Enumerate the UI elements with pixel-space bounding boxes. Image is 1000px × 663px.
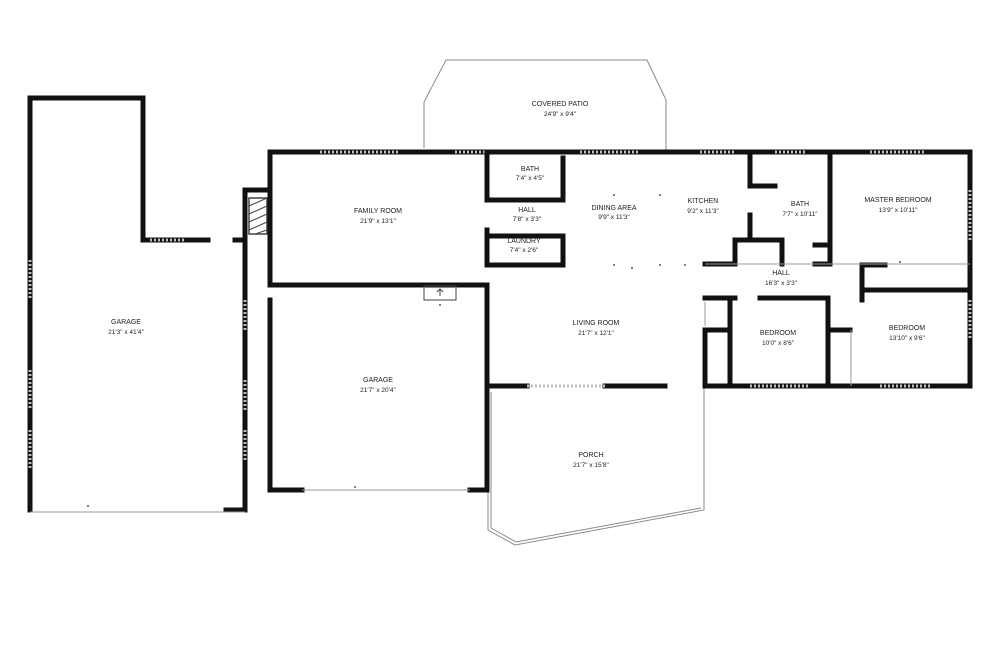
room-dims: 9'2" x 11'3" [687, 208, 719, 215]
room-label-dining-area: DINING AREA 9'9" x 11'3" [591, 205, 636, 221]
room-dims: 9'9" x 11'3" [598, 214, 630, 221]
room-name: BATH [521, 166, 539, 173]
fixture-dots [87, 194, 901, 507]
room-label-family-room: FAMILY ROOM 21'9" x 13'1" [354, 208, 402, 225]
room-label-porch: PORCH 21'7" x 15'8" [573, 452, 609, 469]
room-label-bath-1: BATH 7'4" x 4'5" [516, 166, 545, 182]
room-name: BATH [791, 201, 809, 208]
room-label-hall-1: HALL 7'8" x 3'3" [513, 207, 542, 223]
room-name: GARAGE [111, 319, 141, 326]
room-label-garage-mid: GARAGE 21'7" x 20'4" [360, 377, 396, 394]
room-dims: 21'9" x 13'1" [360, 218, 396, 225]
interior-walls [484, 149, 973, 389]
room-name: LAUNDRY [507, 238, 541, 245]
room-dims: 10'0" x 8'6" [762, 340, 795, 347]
entry-step-icon [423, 285, 457, 301]
room-dims: 13'9" x 10'11" [879, 207, 918, 214]
room-label-master-bedroom: MASTER BEDROOM 13'9" x 10'11" [864, 197, 931, 214]
room-name: HALL [518, 207, 536, 214]
room-label-garage-left: GARAGE 21'3" x 41'4" [108, 319, 144, 336]
room-dims: 7'4" x 4'5" [516, 175, 545, 182]
room-name: KITCHEN [688, 198, 719, 205]
room-name: BEDROOM [889, 325, 925, 332]
room-name: DINING AREA [591, 205, 636, 212]
room-name: HALL [772, 270, 790, 277]
garage-left-walls [27, 95, 248, 513]
room-name: BEDROOM [760, 330, 796, 337]
fireplace-icon [242, 187, 273, 241]
room-label-bath-2: BATH 7'7" x 10'11" [782, 201, 818, 218]
room-label-kitchen: KITCHEN 9'2" x 11'3" [687, 198, 719, 215]
room-dims: 21'7" x 20'4" [360, 387, 396, 394]
room-label-hall-2: HALL 16'3" x 3'3" [765, 270, 798, 287]
room-name: PORCH [578, 452, 603, 459]
room-dims: 16'3" x 3'3" [765, 280, 798, 287]
room-dims: 13'10" x 9'6" [889, 335, 925, 342]
room-dims: 7'4" x 2'6" [510, 247, 539, 254]
room-dims: 21'7" x 12'1" [578, 330, 614, 337]
room-label-living-room: LIVING ROOM 21'7" x 12'1" [573, 320, 620, 337]
covered-patio-outline [423, 59, 667, 150]
room-name: FAMILY ROOM [354, 208, 402, 215]
room-name: GARAGE [363, 377, 393, 384]
room-label-bedroom-1: BEDROOM 10'0" x 8'6" [760, 330, 796, 347]
room-dims: 21'3" x 41'4" [108, 329, 144, 336]
room-name: COVERED PATIO [532, 101, 589, 108]
room-dims: 7'7" x 10'11" [782, 211, 818, 218]
house-exterior-walls [267, 149, 973, 493]
room-dims: 21'7" x 15'8" [573, 462, 609, 469]
room-label-covered-patio: COVERED PATIO 24'9" x 9'4" [532, 101, 589, 118]
room-label-laundry: LAUNDRY 7'4" x 2'6" [507, 238, 541, 254]
room-name: MASTER BEDROOM [864, 197, 931, 204]
room-dims: 7'8" x 3'3" [513, 216, 542, 223]
room-name: LIVING ROOM [573, 320, 620, 327]
room-dims: 24'9" x 9'4" [544, 111, 577, 118]
room-label-bedroom-2: BEDROOM 13'10" x 9'6" [889, 325, 926, 342]
